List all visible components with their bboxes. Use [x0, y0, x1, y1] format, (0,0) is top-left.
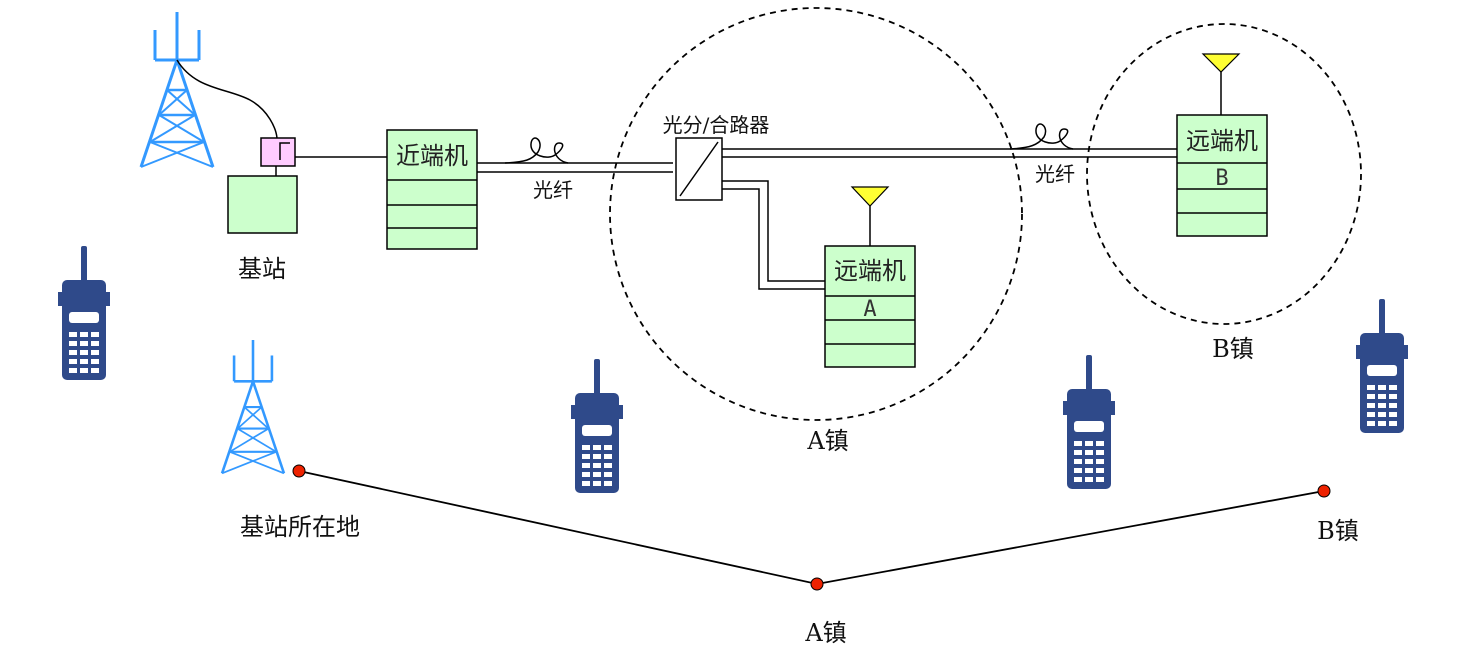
map-tower-icon — [220, 338, 286, 475]
zone-b-label: B镇 — [1212, 335, 1254, 363]
location-dot-a — [810, 577, 824, 591]
radio-icon-3 — [1063, 355, 1115, 489]
base-station-label: 基站 — [238, 255, 286, 283]
tower-feeder-cable — [176, 59, 278, 139]
antenna-icon-b — [1201, 53, 1241, 73]
fiber-label-2: 光纤 — [1035, 162, 1075, 186]
map-town-a-label: A镇 — [804, 619, 846, 647]
fiber-line-3a — [722, 180, 825, 282]
near-unit: 近端机 — [386, 129, 478, 250]
radio-icon-1 — [58, 246, 110, 380]
near-unit-label: 近端机 — [396, 142, 468, 170]
map-base-site-label: 基站所在地 — [240, 513, 360, 541]
radio-icon-4 — [1356, 299, 1408, 433]
fiber-line-3b — [722, 188, 825, 290]
remote-a-id: A — [863, 297, 876, 322]
antenna-icon-a — [850, 186, 890, 207]
coupler-icon — [260, 137, 296, 167]
zone-a-circle — [609, 7, 1023, 421]
splitter-diagonal — [679, 141, 719, 197]
remote-b-title: 远端机 — [1186, 127, 1258, 155]
location-dot-b — [1317, 484, 1331, 498]
coupler-glyph — [279, 142, 290, 160]
remote-unit-a: 远端机 A — [824, 186, 916, 368]
remote-b-id: B — [1215, 166, 1228, 191]
base-station-tower-icon — [139, 10, 215, 169]
map-town-b-label: B镇 — [1317, 517, 1359, 545]
radio-icon-2 — [571, 359, 623, 493]
zone-a-label: A镇 — [806, 427, 848, 455]
remote-unit-b: 远端机 B — [1176, 53, 1268, 237]
fiber-coil-icon-1 — [504, 137, 569, 164]
fiber-coil-icon-2 — [1009, 123, 1074, 150]
route-line — [298, 470, 1325, 585]
base-station-box — [227, 175, 298, 234]
splitter-label: 光分/合路器 — [663, 113, 770, 137]
zone-b-circle — [1086, 23, 1362, 325]
fiber-label-1: 光纤 — [533, 178, 573, 202]
location-dot-base — [292, 464, 306, 478]
remote-a-title: 远端机 — [834, 257, 906, 285]
